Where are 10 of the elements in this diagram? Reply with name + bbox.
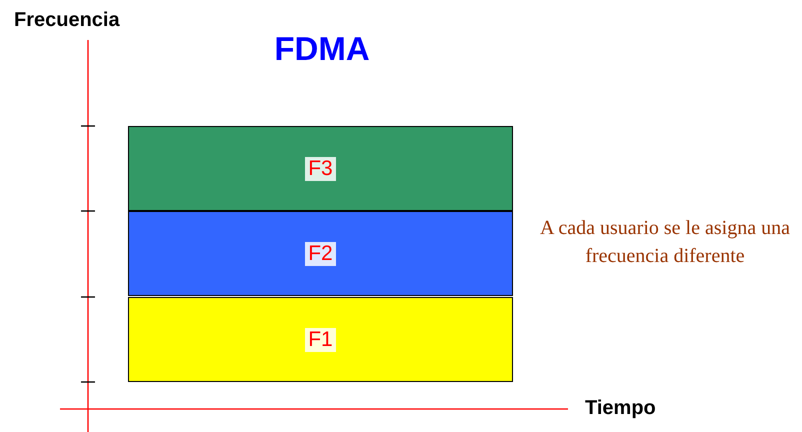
axis-label: Frecuencia (14, 9, 120, 32)
frequency-band (128, 211, 513, 296)
axis-label: Tiempo (585, 397, 656, 420)
note-text: A cada usuario se le asigna una frecuencia diferente (539, 216, 791, 269)
title: FDMA (273, 30, 371, 68)
band-label: F3 (305, 156, 336, 180)
band-label: F1 (305, 328, 336, 352)
band-label: F2 (305, 242, 336, 266)
frequency-band (128, 297, 513, 382)
frequency-band (128, 126, 513, 211)
